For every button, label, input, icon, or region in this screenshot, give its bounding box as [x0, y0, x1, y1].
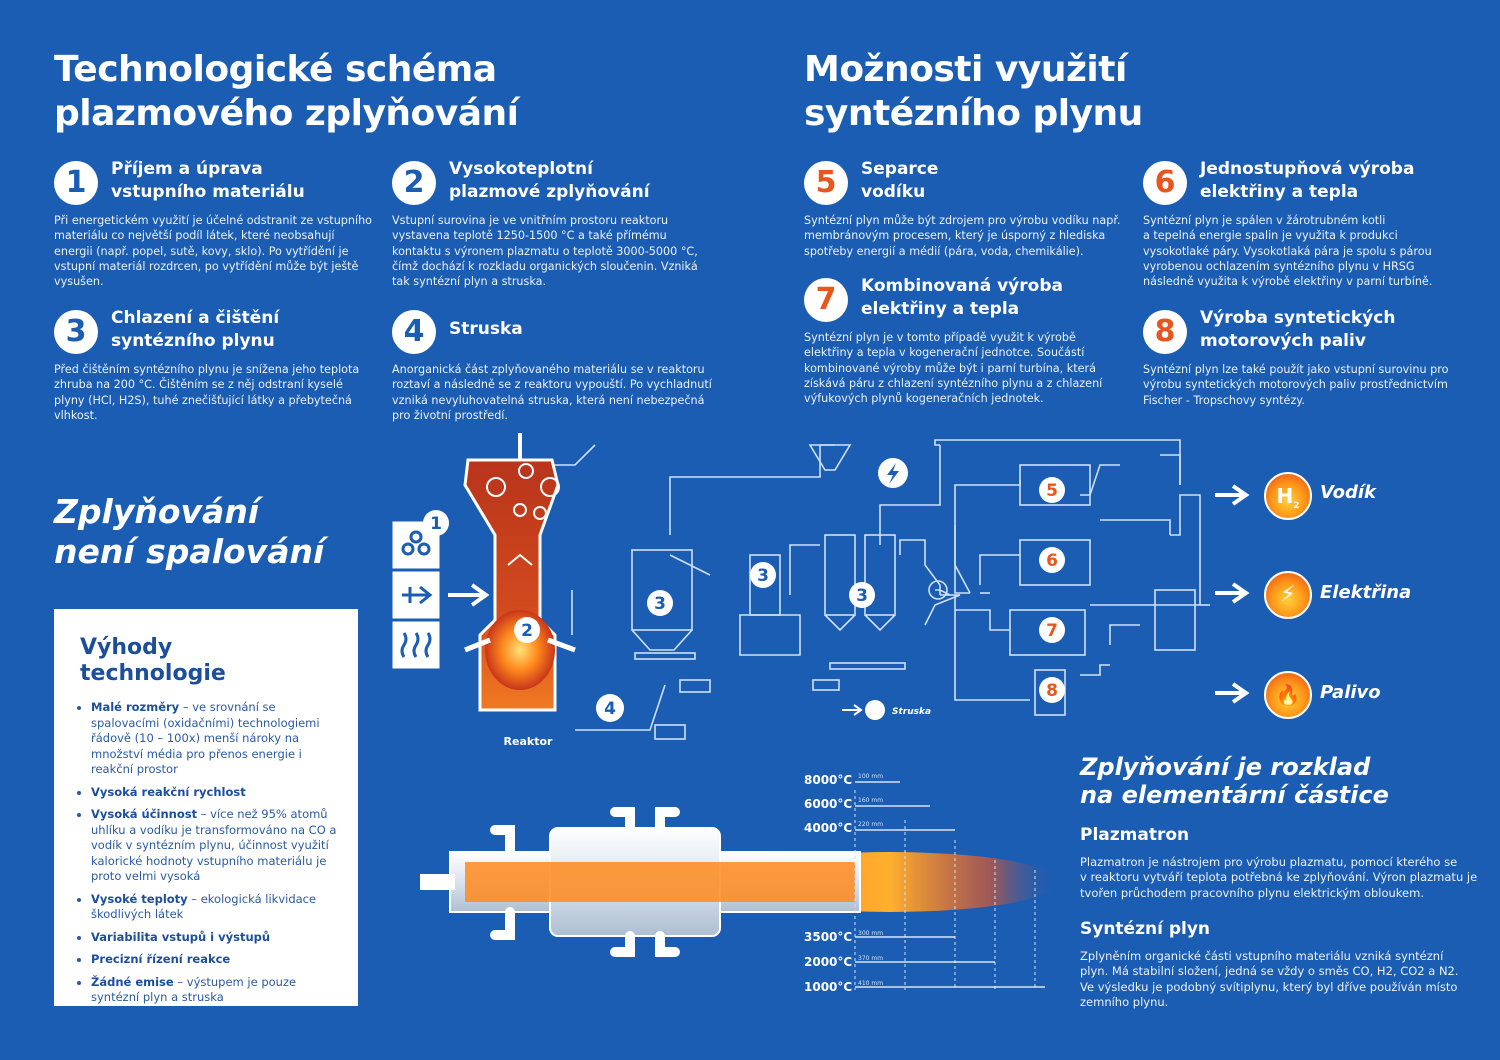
syngas-heading: Syntézní plyn — [1080, 919, 1211, 939]
temp-distance: 370 mm — [858, 955, 884, 962]
step-text: Syntézní plyn může být zdrojem pro výrob… — [804, 214, 1121, 258]
cleaning-equipment — [575, 444, 1196, 740]
step-number: 3 — [54, 310, 98, 354]
temp-label: 1000°C — [804, 980, 853, 994]
svg-text:3: 3 — [856, 586, 868, 606]
advantages-list: Malé rozměry – ve srovnání se spalovacím… — [80, 700, 347, 1013]
step-text: Syntézní plyn lze také použít jako vstup… — [1143, 363, 1449, 407]
temp-distance: 100 mm — [858, 773, 884, 780]
slag-label: Struska — [892, 707, 931, 717]
step-text: Syntézní plyn je spálen v žárotrubném ko… — [1143, 214, 1433, 289]
hydrogen-icon: H2 — [1264, 472, 1312, 520]
step-number: 7 — [804, 278, 848, 322]
svg-text:8: 8 — [1046, 681, 1058, 701]
electricity-icon: ⚡ — [1264, 571, 1312, 619]
step-text: Anorganická část zplyňovaného materiálu … — [392, 363, 712, 422]
advantage-item: Žádné emise – výstupem je pouze syntézní… — [91, 975, 347, 1006]
reactor-label: Reaktor — [504, 735, 553, 748]
advantage-item: Vysoká reakční rychlost — [91, 785, 347, 801]
advantage-item: Vysoké teploty – ekologická likvidace šk… — [91, 892, 347, 923]
step-number: 8 — [1143, 310, 1187, 354]
temp-label: 8000°C — [804, 773, 853, 787]
temp-distance: 220 mm — [858, 821, 884, 828]
temp-label: 6000°C — [804, 797, 853, 811]
right-page-title: Možnosti využití syntézního plynu — [804, 49, 1143, 134]
step-number: 6 — [1143, 161, 1187, 205]
svg-text:3: 3 — [654, 594, 666, 614]
svg-text:1: 1 — [430, 514, 442, 534]
temp-label: 3500°C — [804, 930, 853, 944]
slag-icon — [865, 700, 885, 720]
output-electricity: Elektřina — [1320, 582, 1412, 603]
temp-label: 2000°C — [804, 955, 853, 969]
fuel-icon: 🔥 — [1264, 671, 1312, 719]
step-text: Vstupní surovina je ve vnitřním prostoru… — [392, 214, 698, 289]
svg-text:2: 2 — [521, 621, 533, 641]
temp-distance: 410 mm — [858, 980, 884, 987]
step-text: Syntézní plyn je v tomto případě využit … — [804, 331, 1103, 406]
process-diagram: 1 Reaktor 2 3 3 3 4 5 6 7 8 Struska — [392, 433, 1250, 748]
step-text: Před čištěním syntézního plynu je snížen… — [54, 363, 360, 422]
svg-text:5: 5 — [1046, 481, 1058, 501]
feed-stack-icon — [392, 521, 440, 669]
advantage-item: Vysoká účinnost – více než 95% atomů uhl… — [91, 807, 347, 885]
step-title: Struska — [449, 319, 523, 339]
advantage-item: Malé rozměry – ve srovnání se spalovacím… — [91, 700, 347, 778]
syngas-text: Zplyněním organické části vstupního mate… — [1080, 949, 1459, 1009]
svg-text:7: 7 — [1046, 621, 1058, 641]
svg-text:4: 4 — [604, 699, 616, 719]
svg-text:6: 6 — [1046, 551, 1058, 571]
reactor-icon — [463, 433, 576, 712]
step-number: 1 — [54, 161, 98, 205]
advantage-item: Variabilita vstupů i výstupů — [91, 930, 347, 946]
output-hydrogen: Vodík — [1320, 482, 1377, 503]
step-number: 4 — [392, 310, 436, 354]
step-text: Při energetickém využití je účelné odstr… — [54, 214, 373, 289]
temp-distance: 160 mm — [858, 797, 884, 804]
plazmatron-text: Plazmatron je nástrojem pro výrobu plazm… — [1080, 855, 1478, 900]
left-page-title: Technologické schéma plazmového zplyňová… — [54, 49, 519, 134]
step-number: 5 — [804, 161, 848, 205]
slogan: Zplyňování není spalování — [54, 492, 325, 571]
output-fuel: Palivo — [1320, 682, 1381, 703]
plazmatron-heading: Plazmatron — [1080, 825, 1190, 845]
temp-label: 4000°C — [804, 821, 853, 835]
advantage-item: Precizní řízení reakce — [91, 952, 347, 968]
step-number: 2 — [392, 161, 436, 205]
temp-distance: 300 mm — [858, 930, 884, 937]
svg-text:3: 3 — [757, 566, 769, 586]
plasmatron-illustration — [420, 781, 1060, 990]
